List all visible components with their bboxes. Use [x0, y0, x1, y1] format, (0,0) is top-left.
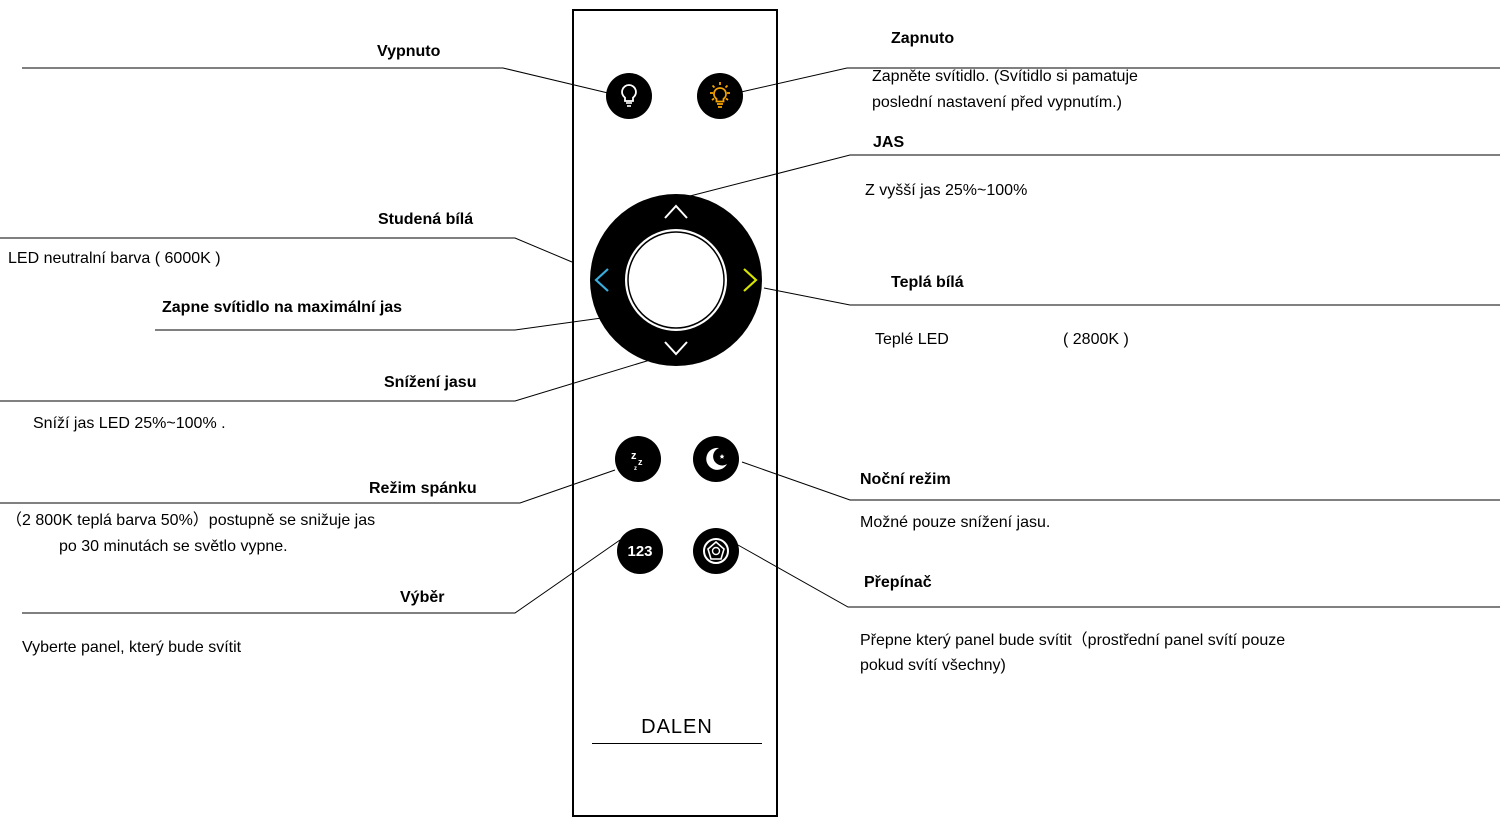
sleep-desc-2: po 30 minutách se světlo vypne. — [59, 538, 288, 555]
night-button[interactable] — [693, 436, 739, 482]
dim-desc: Sníží jas LED 25%~100% . — [33, 415, 226, 432]
sleep-button[interactable]: z z z — [615, 436, 661, 482]
bulb-off-icon — [621, 84, 637, 107]
switch-desc-2: pokud svítí všechny) — [860, 657, 1006, 674]
leader-jas — [689, 154, 1500, 197]
on-desc-1: Zapněte svítidlo. (Svítidlo si pamatuje — [872, 68, 1138, 85]
on-button[interactable] — [697, 73, 743, 119]
leader-dim — [0, 359, 651, 402]
select-desc: Vyberte panel, který bude svítit — [22, 639, 242, 656]
center-button[interactable] — [629, 233, 723, 327]
switch-icon — [703, 538, 729, 564]
warm-desc-2: ( 2800K ) — [1063, 331, 1129, 348]
bulb-on-icon — [710, 82, 730, 108]
arrow-down-icon[interactable] — [664, 341, 688, 356]
leader-sleep — [0, 469, 616, 504]
arrow-up-icon[interactable] — [664, 204, 688, 219]
leader-off — [22, 67, 609, 94]
off-button[interactable] — [606, 73, 652, 119]
arrow-right-icon[interactable] — [743, 268, 758, 292]
warm-desc-1: Teplé LED — [875, 331, 949, 348]
switch-title: Přepínač — [864, 574, 932, 591]
select-title: Výběr — [400, 589, 445, 606]
leader-warm — [763, 287, 1500, 306]
remote-control — [572, 9, 778, 817]
switch-button[interactable] — [693, 528, 739, 574]
svg-text:z: z — [631, 450, 637, 462]
moon-icon — [706, 447, 727, 470]
leader-switch — [737, 544, 1500, 608]
select-button[interactable]: 123 — [617, 528, 663, 574]
warm-title: Teplá bílá — [891, 274, 964, 291]
brand-logo: DALEN — [641, 716, 713, 738]
max-title: Zapne svítidlo na maximální jas — [162, 299, 403, 316]
sleep-title: Režim spánku — [369, 480, 477, 497]
sleep-desc-1: （2 800K teplá barva 50%）postupně se sniž… — [6, 512, 376, 529]
dial — [590, 194, 762, 366]
cool-title: Studená bílá — [378, 211, 474, 228]
svg-text:z: z — [634, 466, 637, 472]
brand-underline — [592, 743, 762, 744]
leader-cool — [0, 237, 573, 263]
night-title: Noční režim — [860, 471, 951, 488]
on-title: Zapnuto — [891, 30, 955, 47]
off-title: Vypnuto — [377, 43, 441, 60]
switch-desc-1: Přepne který panel bude svítit（prostředn… — [860, 632, 1286, 649]
dim-title: Snížení jasu — [384, 374, 477, 391]
svg-text:z: z — [638, 457, 643, 467]
sleep-zz-icon: z z z — [631, 450, 643, 472]
leader-night — [741, 461, 1500, 501]
leader-select — [22, 539, 621, 614]
on-desc-2: poslední nastavení před vypnutím.) — [872, 94, 1122, 111]
jas-desc: Z vyšší jas 25%~100% — [865, 182, 1028, 199]
select-button-label: 123 — [627, 542, 653, 560]
night-desc: Možné pouze snížení jasu. — [860, 514, 1051, 531]
arrow-left-icon[interactable] — [594, 268, 609, 292]
jas-title: JAS — [873, 134, 905, 151]
cool-desc: LED neutralní barva ( 6000K ) — [8, 250, 221, 267]
